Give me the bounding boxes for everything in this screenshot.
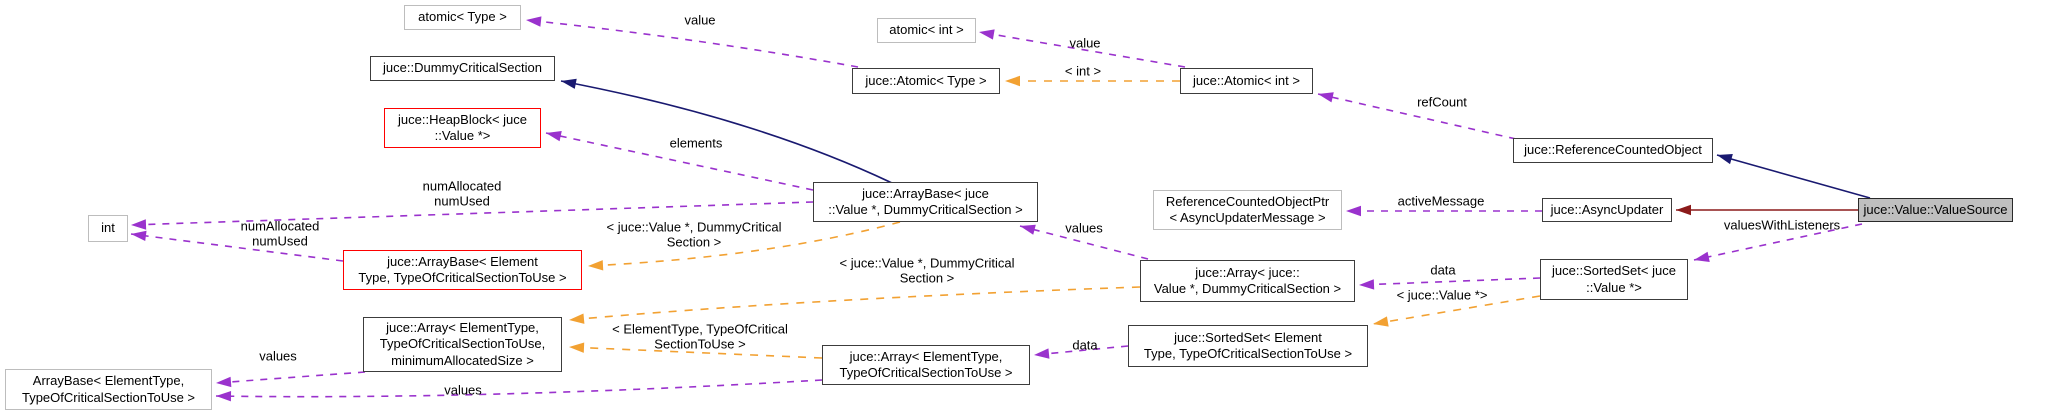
arrowhead-member — [1034, 348, 1050, 359]
edge-member-reference-counted-object-to-juce-atomic-int — [1317, 93, 1517, 140]
class-node-array-instance[interactable]: juce::Array< juce:: Value *, DummyCritic… — [1140, 260, 1355, 302]
edge-label-10: values — [1065, 220, 1103, 236]
class-node-array-template2[interactable]: juce::Array< ElementType, TypeOfCritical… — [822, 345, 1030, 385]
edge-label-7: valuesWithListeners — [1723, 217, 1841, 233]
class-node-int: int — [88, 215, 128, 242]
edge-label-4: numAllocated numUsed — [422, 178, 502, 209]
edge-label-0: value — [684, 12, 716, 28]
class-node-label: juce::Value::ValueSource — [1863, 201, 2008, 217]
class-node-label: juce::DummyCriticalSection — [383, 60, 542, 76]
edge-member-juce-atomic-type-to-atomic-type — [525, 19, 859, 68]
arrowhead-member — [1020, 224, 1036, 235]
class-node-label: juce::ArrayBase< Element Type, TypeOfCri… — [358, 253, 567, 285]
edge-member-arraybase-instance-to-int — [130, 201, 814, 226]
class-node-reference-counted-object[interactable]: juce::ReferenceCountedObject — [1513, 138, 1713, 163]
class-node-label: juce::Array< ElementType, TypeOfCritical… — [839, 348, 1013, 380]
arrowhead-member — [131, 230, 147, 242]
edge-label-11: values — [259, 348, 297, 364]
edge-label-15: < juce::Value *, DummyCritical Section > — [839, 255, 1015, 286]
edge-label-12: values — [444, 382, 482, 398]
class-node-juce-atomic-int[interactable]: juce::Atomic< int > — [1180, 68, 1313, 94]
class-node-label: juce::Atomic< int > — [1193, 72, 1300, 88]
class-node-label: juce::Array< juce:: Value *, DummyCritic… — [1153, 264, 1342, 296]
class-node-label: juce::ArrayBase< juce ::Value *, DummyCr… — [828, 185, 1023, 217]
arrowhead-inherit — [561, 78, 577, 89]
arrowhead-template — [569, 342, 585, 353]
edge-label-2: refCount — [1417, 94, 1467, 110]
arrowhead-member — [1346, 205, 1361, 217]
edge-member-value-source-to-sortedset-instance — [1693, 223, 1863, 261]
class-node-label: atomic< int > — [889, 22, 964, 38]
edge-member-array-template2-to-arraybase-plain — [215, 379, 823, 398]
class-node-atomic-type: atomic< Type > — [404, 5, 521, 30]
edge-template-array-instance-to-array-template3 — [568, 286, 1141, 321]
class-node-label: int — [101, 220, 115, 236]
edge-member-sortedset-instance-to-array-instance — [1358, 277, 1541, 286]
edge-label-17: < juce::Value *> — [1396, 287, 1488, 303]
class-node-arraybase-instance[interactable]: juce::ArrayBase< juce ::Value *, DummyCr… — [813, 182, 1038, 222]
edge-inherit-arraybase-instance-to-dummy-critical-section — [560, 80, 893, 184]
class-node-heapblock[interactable]: juce::HeapBlock< juce ::Value *> — [384, 108, 541, 148]
edge-template-arraybase-instance-to-arraybase-template — [587, 221, 901, 267]
class-node-label: juce::AsyncUpdater — [1550, 201, 1664, 217]
arrowhead-member — [546, 131, 562, 142]
arrowhead-template — [1005, 75, 1020, 87]
class-node-label: juce::ReferenceCountedObject — [1524, 142, 1702, 158]
edge-inherit-value-source-to-reference-counted-object — [1716, 154, 1871, 199]
class-node-atomic-int: atomic< int > — [877, 18, 976, 43]
class-node-value-source: juce::Value::ValueSource — [1858, 198, 2013, 222]
class-node-label: juce::HeapBlock< juce ::Value *> — [398, 111, 527, 143]
class-node-ref-counted-object-ptr: ReferenceCountedObjectPtr < AsyncUpdater… — [1153, 190, 1342, 230]
class-node-label: juce::SortedSet< juce ::Value *> — [1552, 263, 1676, 295]
arrowhead-member — [526, 16, 542, 27]
arrowhead-member — [216, 376, 232, 388]
class-node-sortedset-instance[interactable]: juce::SortedSet< juce ::Value *> — [1540, 259, 1688, 300]
arrowhead-member — [1359, 279, 1375, 290]
arrowhead-member — [1318, 92, 1334, 103]
class-node-sortedset-template[interactable]: juce::SortedSet< Element Type, TypeOfCri… — [1128, 325, 1368, 367]
arrowhead-template — [588, 260, 604, 271]
class-node-dummy-critical-section[interactable]: juce::DummyCriticalSection — [370, 56, 555, 81]
class-node-arraybase-plain: ArrayBase< ElementType, TypeOfCriticalSe… — [5, 369, 212, 410]
edge-member-array-template3-to-arraybase-plain — [215, 371, 366, 384]
edge-member-arraybase-instance-to-heapblock — [545, 132, 814, 191]
class-node-label: juce::Atomic< Type > — [865, 72, 987, 88]
edge-template-array-template2-to-array-template3 — [568, 346, 823, 359]
class-node-juce-atomic-type[interactable]: juce::Atomic< Type > — [852, 68, 1000, 94]
class-node-label: ArrayBase< ElementType, TypeOfCriticalSe… — [21, 373, 196, 405]
class-node-async-updater[interactable]: juce::AsyncUpdater — [1542, 198, 1672, 222]
edge-label-13: < juce::Value *, DummyCritical Section > — [606, 219, 782, 250]
arrowhead-member — [131, 219, 147, 230]
edge-label-16: < ElementType, TypeOfCritical SectionToU… — [612, 321, 788, 352]
edge-label-9: data — [1072, 337, 1098, 353]
arrowhead-inherit — [1717, 154, 1733, 165]
arrowhead-template — [569, 313, 585, 324]
class-node-label: juce::Array< ElementType, TypeOfCritical… — [379, 320, 546, 368]
arrowhead-private_inherit — [1676, 204, 1691, 216]
edge-label-3: elements — [669, 135, 723, 151]
edge-label-1: value — [1069, 35, 1101, 51]
arrowhead-template — [1373, 316, 1389, 327]
edge-member-sortedset-template-to-array-template2 — [1033, 345, 1129, 356]
class-node-label: ReferenceCountedObjectPtr < AsyncUpdater… — [1165, 193, 1330, 225]
class-node-array-template3[interactable]: juce::Array< ElementType, TypeOfCritical… — [363, 317, 562, 372]
edge-label-14: < int > — [1064, 63, 1102, 79]
edge-member-juce-atomic-int-to-atomic-int — [978, 31, 1186, 68]
arrowhead-member — [979, 29, 995, 40]
edge-label-8: data — [1430, 262, 1456, 278]
edge-template-sortedset-instance-to-sortedset-template — [1372, 295, 1541, 325]
class-node-arraybase-template[interactable]: juce::ArrayBase< Element Type, TypeOfCri… — [343, 250, 582, 290]
edge-label-5: numAllocated numUsed — [240, 218, 320, 249]
arrowhead-member — [1694, 251, 1710, 262]
edge-label-6: activeMessage — [1397, 193, 1485, 209]
arrowhead-member — [216, 391, 232, 402]
class-node-label: atomic< Type > — [418, 9, 507, 25]
class-node-label: juce::SortedSet< Element Type, TypeOfCri… — [1143, 329, 1353, 361]
